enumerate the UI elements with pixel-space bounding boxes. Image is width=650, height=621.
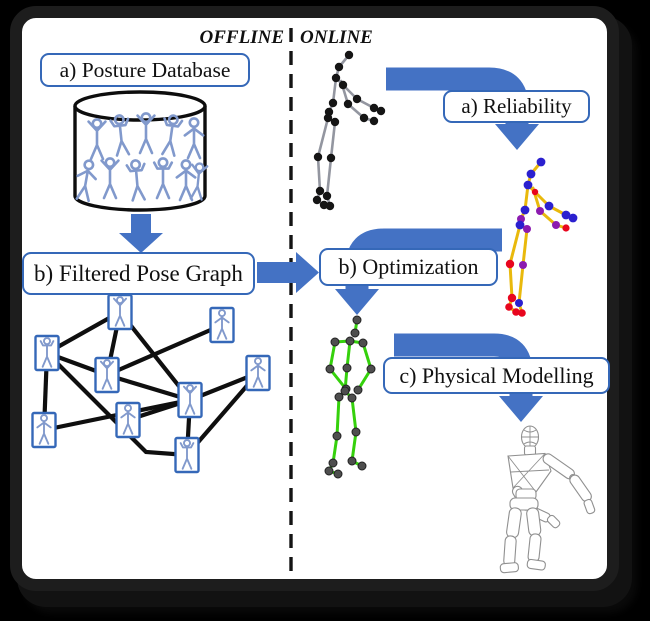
offline-zone-label: OFFLINE (199, 27, 284, 48)
pose-graph-nodes (31, 293, 271, 474)
optimization-box: b) Optimization (319, 248, 498, 286)
posture-database-box: a) Posture Database (40, 53, 250, 87)
pose-graph (31, 293, 271, 474)
posture-database-cylinder (72, 90, 209, 212)
arrow-graph-to-optimization (257, 252, 319, 293)
input-skeleton (312, 50, 386, 211)
filtered-pose-graph-box: b) Filtered Pose Graph (22, 252, 255, 295)
online-zone-label: ONLINE (300, 27, 373, 48)
arrow-database-to-graph (119, 214, 163, 253)
reliability-box: a) Reliability (443, 90, 590, 123)
optimized-skeleton (324, 315, 376, 479)
physical-modelling-box: c) Physical Modelling (383, 357, 610, 394)
reliability-skeleton (505, 157, 578, 317)
physical-model-figure (499, 425, 596, 574)
